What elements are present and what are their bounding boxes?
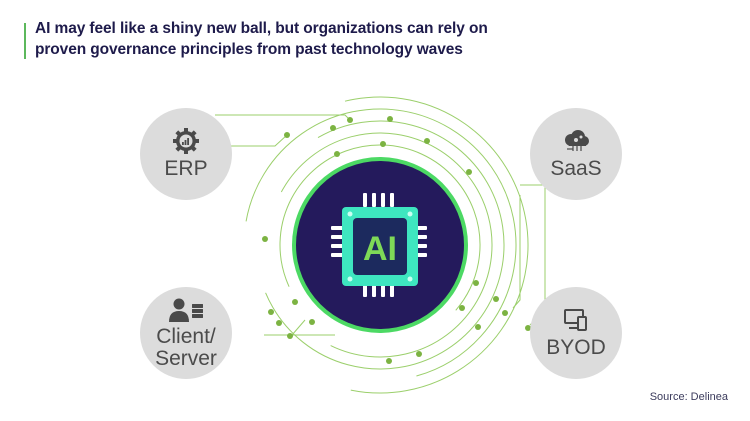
devices-icon xyxy=(561,307,591,333)
gear-chart-icon xyxy=(171,128,201,154)
title-line-1: AI may feel like a shiny new ball, but o… xyxy=(35,20,488,37)
node-saas-label: SaaS xyxy=(550,157,602,180)
user-server-icon xyxy=(166,296,206,322)
node-saas: SaaS xyxy=(530,108,622,200)
node-client-server-label: Client/ Server xyxy=(155,325,217,370)
node-erp: ERP xyxy=(140,108,232,200)
node-client-server: Client/ Server xyxy=(140,287,232,379)
node-byod-label: BYOD xyxy=(546,336,606,359)
source-credit: Source: Delinea xyxy=(649,391,728,403)
title-accent-bar xyxy=(24,23,26,59)
ai-label: AI xyxy=(363,230,397,268)
node-erp-label: ERP xyxy=(164,157,208,180)
ai-center: AI xyxy=(292,157,468,333)
node-byod: BYOD xyxy=(530,287,622,379)
circuit-nodes xyxy=(262,116,531,364)
title-line-2: proven governance principles from past t… xyxy=(35,41,463,58)
microchip-icon xyxy=(331,193,427,297)
cloud-gears-icon xyxy=(561,128,591,154)
page-title: AI may feel like a shiny new ball, but o… xyxy=(35,18,555,60)
